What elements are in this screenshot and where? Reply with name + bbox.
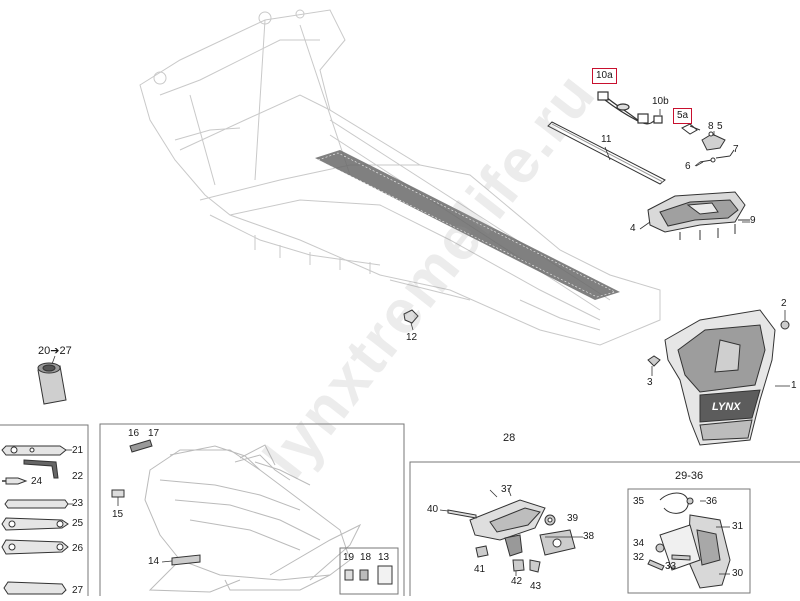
- callout-30: 30: [732, 568, 744, 579]
- part-38-plate: [539, 529, 576, 556]
- part-1-snowflap: [664, 309, 776, 446]
- part-35-36-wire: [659, 492, 694, 514]
- part-39-nut: [544, 514, 556, 526]
- callout-6: 6: [685, 161, 691, 172]
- part-15-tag: [111, 489, 125, 506]
- callout-37: 37: [501, 484, 513, 495]
- tunnel-tread: [315, 150, 620, 300]
- callout-2: 2: [781, 298, 787, 309]
- tail-light-parts: [681, 123, 735, 163]
- callout-23: 23: [72, 498, 84, 509]
- callout-5: 5: [717, 121, 723, 132]
- callout-22: 22: [72, 471, 84, 482]
- license-plate-box: [409, 461, 800, 596]
- callout-35: 35: [633, 496, 645, 507]
- parts-29-36-box: [627, 488, 751, 594]
- snowmobile-view-box: [99, 423, 405, 596]
- part-16-17-decal: [129, 439, 153, 453]
- callout-42: 42: [511, 576, 523, 587]
- callout-7: 7: [733, 144, 739, 155]
- parts-13-19-box: [339, 547, 399, 595]
- part-4-tail-cover: [647, 191, 750, 240]
- part-2-fastener: [780, 310, 790, 330]
- tool-kit-box: [0, 424, 89, 596]
- part-40-bolt: [439, 509, 477, 519]
- callout-25: 25: [72, 518, 84, 529]
- callout-27: 27: [72, 585, 84, 596]
- callout-16: 16: [128, 428, 140, 439]
- callout-29-36: 29-36: [675, 470, 704, 482]
- callout-18: 18: [360, 552, 372, 563]
- callout-41: 41: [474, 564, 486, 575]
- part-30-31-housing: [659, 514, 731, 589]
- callout-12: 12: [406, 332, 418, 343]
- callout-39: 39: [567, 513, 579, 524]
- callout-33: 33: [665, 561, 677, 572]
- callout-9: 9: [750, 215, 756, 226]
- part-14-label: [161, 554, 201, 566]
- callout-31: 31: [732, 521, 744, 532]
- part-3-nut: [647, 355, 661, 376]
- callout-28: 28: [503, 432, 516, 444]
- callout-34: 34: [633, 538, 645, 549]
- callout-36: 36: [706, 496, 718, 507]
- tools: [1, 445, 73, 595]
- callout-17: 17: [148, 428, 160, 439]
- callout-13: 13: [378, 552, 390, 563]
- part-20-27-tool-kit: [37, 355, 67, 405]
- callout-10b: 10b: [652, 96, 669, 107]
- callout-4: 4: [630, 223, 636, 234]
- callout-3: 3: [647, 377, 653, 388]
- snowmobile-drawing: [144, 444, 362, 593]
- callout-5a: 5a: [673, 108, 693, 124]
- callout-43: 43: [530, 581, 542, 592]
- callout-8: 8: [708, 121, 714, 132]
- callout-21: 21: [72, 445, 84, 456]
- callout-10a: 10a: [592, 68, 617, 84]
- callout-14: 14: [148, 556, 160, 567]
- callout-32: 32: [633, 552, 645, 563]
- callout-24: 24: [31, 476, 43, 487]
- part-37-bracket: [469, 499, 546, 557]
- part-41-43-fasteners: [475, 545, 541, 573]
- callout-40: 40: [427, 504, 439, 515]
- leader-lines: [489, 161, 750, 576]
- part-12-clip: [403, 309, 419, 331]
- callout-26: 26: [72, 543, 84, 554]
- callout-38: 38: [583, 531, 595, 542]
- callout-11: 11: [601, 134, 612, 145]
- callout-19: 19: [343, 552, 355, 563]
- wiring-harness: [597, 91, 663, 125]
- callout-15: 15: [112, 509, 124, 520]
- lynx-emblem-text: LYNX: [712, 401, 741, 413]
- chassis-frame: [139, 9, 661, 346]
- part-32-34-hardware: [647, 543, 691, 571]
- callout-20-27: 20➔27: [38, 345, 72, 357]
- callout-1: 1: [791, 380, 797, 391]
- part-11-strip: [547, 121, 666, 185]
